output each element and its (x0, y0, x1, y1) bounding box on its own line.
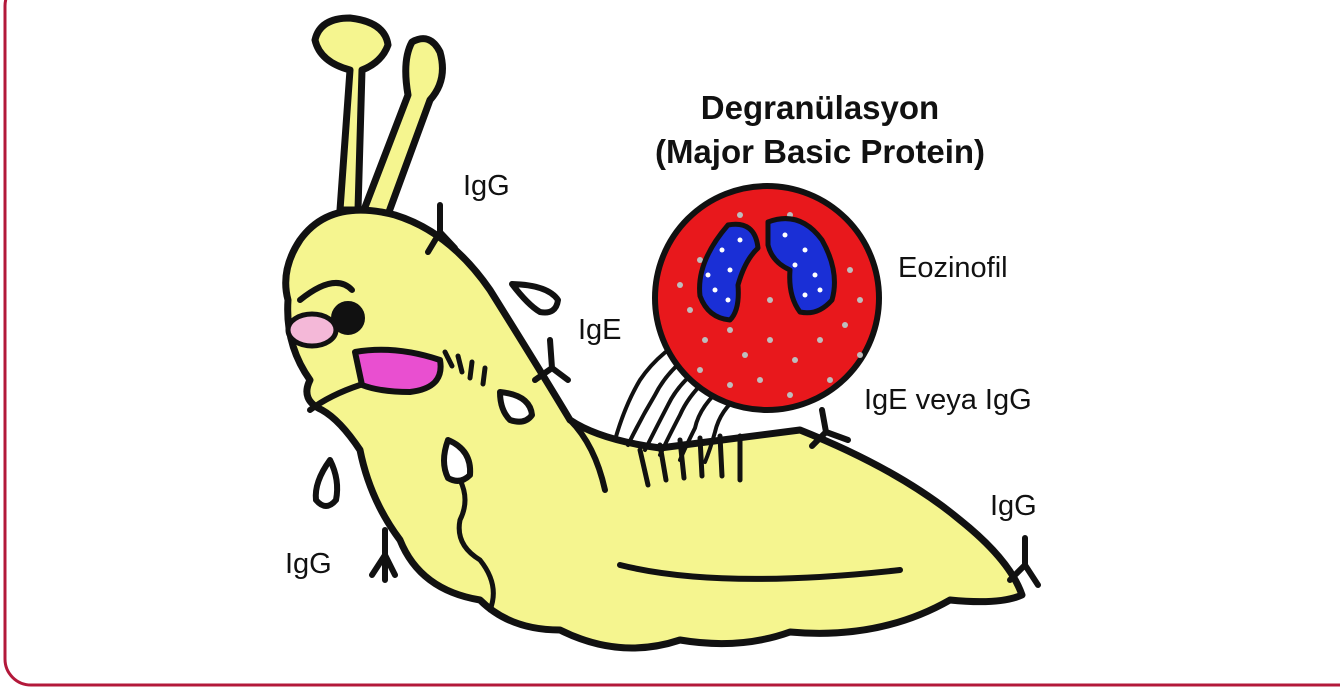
drop-4 (316, 460, 337, 506)
antibody-igg-right (1010, 538, 1038, 585)
label-ige: IgE (578, 314, 622, 347)
diagram-title-line1: Degranülasyon (560, 88, 1080, 128)
label-eosinophil: Eozinofil (898, 252, 1008, 285)
antibody-igg-left (372, 530, 395, 580)
slug-mouth (355, 350, 441, 392)
antibody-ige (535, 340, 568, 380)
eosinophil-cell (615, 186, 879, 462)
slug-eye-lid (288, 314, 336, 346)
eosinophil-membrane (655, 186, 879, 410)
label-igg-right: IgG (990, 490, 1037, 523)
diagram-title-line2: (Major Basic Protein) (560, 132, 1080, 172)
drop-1 (512, 284, 558, 313)
label-ige-or-igg: IgE veya IgG (864, 384, 1032, 417)
label-igg-top: IgG (463, 170, 510, 203)
slug-pupil (332, 302, 364, 334)
label-igg-left: IgG (285, 548, 332, 581)
